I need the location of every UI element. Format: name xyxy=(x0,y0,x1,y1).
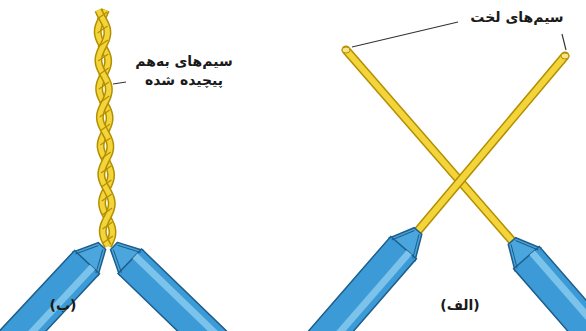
twist-mark xyxy=(97,12,107,19)
wire-label: سیم‌های به‌هم پیچیده شده xyxy=(128,52,240,90)
insulated-wire xyxy=(499,230,586,331)
insulated-wire xyxy=(102,234,242,331)
twist-mark xyxy=(99,68,109,75)
wire-strand xyxy=(98,10,113,246)
twist-mark xyxy=(102,194,112,201)
twist-mark xyxy=(98,54,108,61)
insulated-wire xyxy=(299,220,431,331)
insulated-wire xyxy=(0,234,114,331)
twisted-wire xyxy=(97,10,113,246)
twist-mark xyxy=(100,110,110,117)
twist-mark xyxy=(100,138,110,145)
twist-mark xyxy=(99,96,109,103)
wire-strand xyxy=(98,10,112,246)
twist-mark xyxy=(101,180,111,187)
twist-mark xyxy=(98,26,108,33)
bare-wire xyxy=(342,47,569,250)
wire-strand xyxy=(98,10,113,246)
twist-mark xyxy=(101,166,111,173)
panel-letter: (ب) xyxy=(28,296,98,315)
twist-mark xyxy=(99,82,109,89)
panel-letter: (الف) xyxy=(420,296,500,315)
twist-mark xyxy=(98,40,108,47)
wire-label: سیم‌های لخت xyxy=(458,8,576,27)
twist-mark xyxy=(103,236,113,243)
twist-mark xyxy=(100,124,110,131)
twist-mark xyxy=(102,208,112,215)
twist-mark xyxy=(102,222,112,229)
twist-mark xyxy=(101,152,111,159)
wire-strand xyxy=(98,10,112,246)
